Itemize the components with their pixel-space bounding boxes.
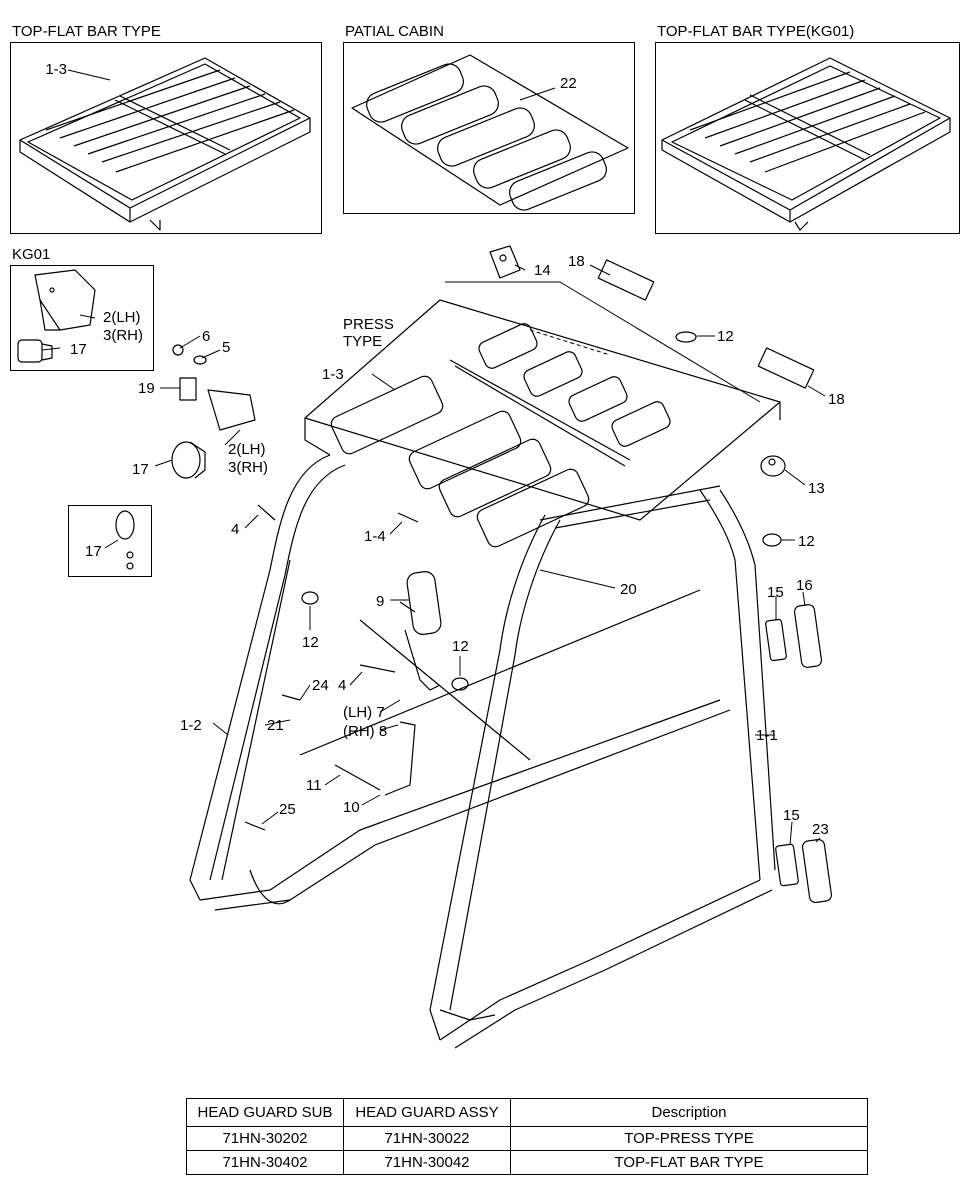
callout-12-right: 12 xyxy=(798,533,815,550)
callout-15-lower: 15 xyxy=(783,807,800,824)
part-23-grip xyxy=(801,838,833,904)
table-cell: TOP-FLAT BAR TYPE xyxy=(510,1150,868,1175)
kg01-label-2lh: 2(LH) xyxy=(103,309,141,326)
kg01-title: KG01 xyxy=(12,246,51,263)
part-17-lamp-detail xyxy=(115,510,135,570)
table-cell: TOP-PRESS TYPE xyxy=(510,1126,868,1151)
part-11-bolt xyxy=(334,764,381,791)
callout-6: 6 xyxy=(202,328,210,345)
callout-1-2: 1-2 xyxy=(180,717,202,734)
part-12-grommet-d xyxy=(451,677,469,691)
callout-1-4: 1-4 xyxy=(364,528,386,545)
callout-19: 19 xyxy=(138,380,155,397)
callout-1-3: 1-3 xyxy=(322,366,344,383)
callout-2lh: 2(LH) xyxy=(228,441,266,458)
callout-20: 20 xyxy=(620,581,637,598)
part-16-grip xyxy=(793,604,823,668)
part-12-grommet-a xyxy=(675,331,697,343)
part-10-grip xyxy=(384,721,416,796)
callout-1-1: 1-1 xyxy=(756,727,778,744)
callout-10: 10 xyxy=(343,799,360,816)
callout-4-lower: 4 xyxy=(338,677,346,694)
kg01-bracket xyxy=(17,269,96,363)
panel-partial-cabin-label: 22 xyxy=(560,75,577,92)
panel-flat-bar-label: 1-3 xyxy=(45,61,67,78)
part-25-bolt xyxy=(244,821,266,831)
callout-9: 9 xyxy=(376,593,384,610)
callout-18-top: 18 xyxy=(568,253,585,270)
callout-8-rh: (RH) 8 xyxy=(343,723,387,740)
table-cell: 71HN-30202 xyxy=(186,1126,344,1151)
part-6-nut xyxy=(172,344,184,356)
callout-25: 25 xyxy=(279,801,296,818)
table-row: 71HN-30202 71HN-30022 TOP-PRESS TYPE xyxy=(186,1126,868,1151)
part-12-grommet-b xyxy=(762,533,782,547)
panel-title-flat-bar: TOP-FLAT BAR TYPE xyxy=(12,23,161,40)
part-1-4-bolt xyxy=(397,512,419,523)
part-19-box xyxy=(179,377,197,401)
part-13-clip xyxy=(760,455,786,477)
callout-3rh: 3(RH) xyxy=(228,459,268,476)
callout-11: 11 xyxy=(306,777,322,794)
kg01-box xyxy=(10,265,154,371)
part-9-mirror xyxy=(399,571,442,635)
table-header-assy: HEAD GUARD ASSY xyxy=(343,1098,511,1127)
part-18-lamp-right xyxy=(757,347,815,389)
callout-13: 13 xyxy=(808,480,825,497)
part-14-clip xyxy=(489,245,521,279)
callout-17-lamp: 17 xyxy=(132,461,149,478)
kg01-label-17: 17 xyxy=(70,341,87,358)
flat-bar-grille xyxy=(19,57,311,231)
part-24-bolt xyxy=(281,694,301,701)
table-cell: 71HN-30022 xyxy=(343,1126,511,1151)
lamp-detail-box xyxy=(68,505,152,577)
table-cell: 71HN-30402 xyxy=(186,1150,344,1175)
kg01-label-3rh: 3(RH) xyxy=(103,327,143,344)
callout-24: 24 xyxy=(312,677,329,694)
callout-7-lh: (LH) 7 xyxy=(343,704,385,721)
callout-18-right: 18 xyxy=(828,391,845,408)
table-cell: 71HN-30042 xyxy=(343,1150,511,1175)
callout-17-detail: 17 xyxy=(85,543,102,560)
callout-4-upper: 4 xyxy=(231,521,239,538)
callout-21: 21 xyxy=(267,717,284,734)
callout-12-mid: 12 xyxy=(452,638,469,655)
part-12-grommet-c xyxy=(301,591,319,605)
table-header-row: HEAD GUARD SUB HEAD GUARD ASSY Descripti… xyxy=(186,1098,868,1127)
part-4-bolt-a xyxy=(257,504,276,521)
callout-23: 23 xyxy=(812,821,829,838)
part-5-washer xyxy=(193,355,207,365)
callout-5: 5 xyxy=(222,339,230,356)
part-17-work-lamp xyxy=(171,441,206,479)
table-header-sub: HEAD GUARD SUB xyxy=(186,1098,344,1127)
part-15-pad-a xyxy=(765,618,787,662)
callout-12-left: 12 xyxy=(302,634,319,651)
cabin-frame xyxy=(189,454,776,1049)
part-7-8-stay xyxy=(404,629,441,691)
leader-lines xyxy=(41,69,826,846)
callout-type: TYPE xyxy=(343,333,382,350)
press-type-roof xyxy=(304,299,781,548)
callout-14: 14 xyxy=(534,262,551,279)
callout-12-top: 12 xyxy=(717,328,734,345)
callout-16: 16 xyxy=(796,577,813,594)
table-row: 71HN-30402 71HN-30042 TOP-FLAT BAR TYPE xyxy=(186,1150,868,1175)
callout-15-upper: 15 xyxy=(767,584,784,601)
panel-title-partial-cabin: PATIAL CABIN xyxy=(345,23,444,40)
panel-title-flat-bar-kg01: TOP-FLAT BAR TYPE(KG01) xyxy=(657,23,855,40)
flat-bar-grille-kg01 xyxy=(661,57,951,231)
part-18-lamp-top xyxy=(597,259,655,301)
parts-table: HEAD GUARD SUB HEAD GUARD ASSY Descripti… xyxy=(186,1098,868,1175)
part-2-bracket xyxy=(207,389,256,431)
partial-cabin-roof xyxy=(351,54,629,211)
panel-flat-bar-kg01 xyxy=(655,42,960,234)
table-header-description: Description xyxy=(510,1098,868,1127)
part-4-bolt-b xyxy=(359,664,396,673)
callout-press: PRESS xyxy=(343,316,394,333)
part-15-pad-b xyxy=(775,843,799,887)
